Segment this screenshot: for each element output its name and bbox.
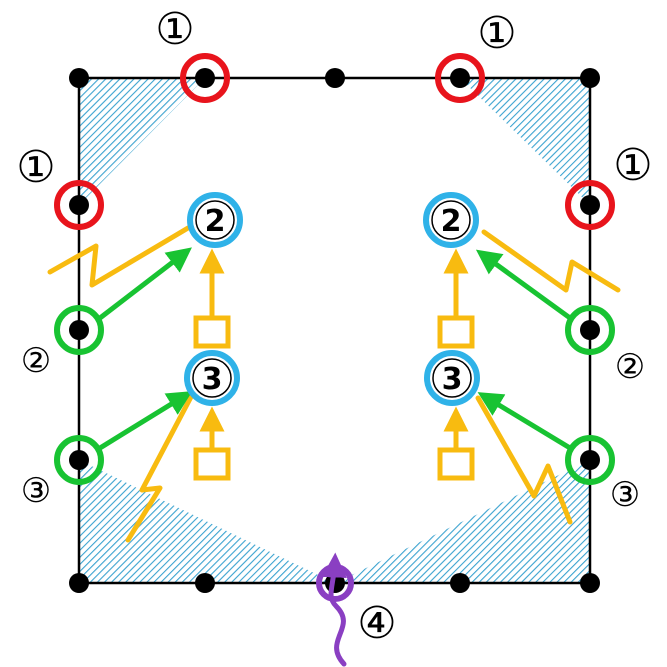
label-green-right-lower: ③: [610, 475, 640, 515]
green-ring-left-upper: [54, 305, 104, 355]
blue-circle-left-lower: [184, 350, 240, 406]
blue-circle-left-upper: [187, 192, 243, 248]
blue-circle-right-lower-inner: [432, 358, 472, 398]
label-green-left-upper: ②: [21, 341, 51, 381]
red-ring-right: [565, 180, 615, 230]
blue-circles: [184, 192, 480, 406]
label-green-right-upper: ②: [615, 347, 645, 387]
purple-entry: [316, 552, 354, 667]
yellow-box-left-upper: [193, 315, 231, 349]
label-green-left-lower: ③: [21, 471, 51, 511]
point: [580, 320, 600, 340]
green-arrow-left-upper: [98, 247, 192, 320]
blue-circle-left-lower-inner: [192, 358, 232, 398]
point: [580, 68, 600, 88]
point: [195, 68, 215, 88]
zigzag-left-upper: [47, 225, 191, 288]
label-red-left: ①: [16, 142, 55, 193]
hatched-regions: [79, 78, 590, 583]
green-arrows: [98, 247, 572, 451]
green-ring-right-upper: [565, 305, 615, 355]
blue-circle-right-upper-inner: [431, 200, 471, 240]
yellow-box-arrows: [193, 248, 475, 481]
green-arrow-left-lower: [98, 391, 193, 451]
green-ring-left-lower: [54, 435, 104, 485]
point: [325, 68, 345, 88]
zigzag-right-lower: [475, 395, 573, 525]
inner-label-left-lower: 3: [202, 362, 223, 397]
blue-circle-right-upper: [423, 192, 479, 248]
hatch-top-right: [460, 78, 590, 205]
lattice-points: [69, 68, 600, 593]
point: [580, 450, 600, 470]
point: [580, 195, 600, 215]
hatch-bottom-right: [335, 460, 590, 583]
point: [195, 573, 215, 593]
point: [69, 68, 89, 88]
purple-ring-bottom: [316, 564, 354, 602]
point: [450, 573, 470, 593]
red-ring-left: [54, 180, 104, 230]
label-red-top-right: ①: [477, 8, 516, 59]
red-ring-top-right: [435, 53, 485, 103]
inner-label-left-upper: 2: [205, 204, 226, 239]
point: [69, 450, 89, 470]
point: [69, 573, 89, 593]
blue-circle-left-upper-inner: [195, 200, 235, 240]
blue-circle-right-lower: [424, 350, 480, 406]
inner-label-right-lower: 3: [442, 362, 463, 397]
red-rings: [54, 53, 615, 230]
green-ring-right-lower: [565, 435, 615, 485]
label-red-right: ①: [613, 140, 652, 191]
point: [69, 195, 89, 215]
label-purple-bottom: ④: [357, 598, 396, 649]
point: [450, 68, 470, 88]
zigzag-left-lower: [125, 392, 195, 543]
yellow-box-right-lower: [437, 447, 475, 481]
point: [580, 573, 600, 593]
purple-wavy-path: [321, 552, 347, 667]
zigzag-right-upper: [481, 229, 621, 293]
yellow-box-left-lower: [193, 447, 231, 481]
yellow-zigzags: [47, 225, 621, 543]
green-arrow-right-upper: [475, 249, 572, 321]
green-arrow-right-lower: [477, 392, 572, 451]
yellow-box-right-upper: [437, 315, 475, 349]
hatch-top-left: [79, 78, 205, 205]
green-rings: [54, 305, 615, 485]
red-ring-top-left: [180, 53, 230, 103]
label-red-top-left: ①: [155, 4, 194, 55]
point: [69, 320, 89, 340]
inner-label-right-upper: 2: [441, 204, 462, 239]
